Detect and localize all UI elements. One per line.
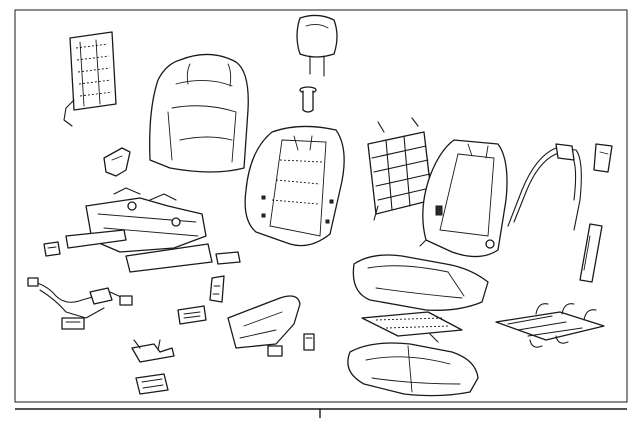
seat-heater-pad <box>63 31 117 127</box>
control-module <box>177 305 207 325</box>
headrest-guide <box>299 86 317 113</box>
diagram-frame <box>14 9 628 403</box>
lumbar-support <box>367 117 433 221</box>
seatback-frame <box>419 139 508 258</box>
adjuster-clip <box>43 241 61 257</box>
connector-clip <box>135 373 169 395</box>
seatback-pad <box>244 125 345 247</box>
headrest <box>296 14 338 77</box>
mounting-bracket <box>209 251 241 303</box>
side-trim-bracket <box>593 143 613 173</box>
cushion-frame <box>495 303 605 348</box>
seatback-cover <box>149 53 249 173</box>
cushion-heater-pad <box>361 311 463 343</box>
wiring-harness <box>27 277 133 319</box>
wiring-bracket <box>131 339 175 363</box>
cushion-cover <box>352 254 489 311</box>
seat-adjuster-track <box>65 187 213 273</box>
recliner-handle <box>103 147 131 177</box>
small-clip-a <box>267 345 283 357</box>
cushion-pad <box>347 342 479 397</box>
side-trim-strip <box>579 223 603 283</box>
seat-side-shield <box>227 295 301 349</box>
headrest-guide-frame <box>507 143 582 231</box>
small-clip-b <box>303 333 315 351</box>
seat-switch <box>61 317 85 330</box>
